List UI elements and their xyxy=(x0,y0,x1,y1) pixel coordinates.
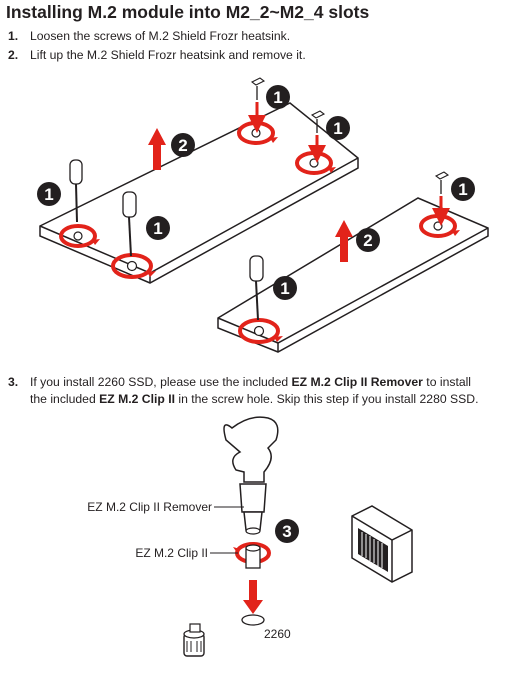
step-text: Lift up the M.2 Shield Frozr heatsink an… xyxy=(30,48,306,62)
step-text-bold: EZ M.2 Clip II Remover xyxy=(291,375,423,389)
step-badge-2: 2 xyxy=(356,228,380,252)
heatsink-large xyxy=(39,102,359,284)
step-3: 3. If you install 2260 SSD, please use th… xyxy=(8,374,478,408)
clip-remover-icon xyxy=(223,416,279,535)
step-badge-1: 1 xyxy=(146,216,170,240)
screwdriver-icon xyxy=(69,159,83,223)
heatsink-small xyxy=(217,197,489,353)
step-number: 1. xyxy=(8,29,19,43)
svg-text:1: 1 xyxy=(44,185,53,204)
svg-text:2: 2 xyxy=(178,136,187,155)
step-badge-1: 1 xyxy=(326,116,350,140)
step-text: to install xyxy=(422,375,472,389)
installed-clip-icon xyxy=(183,623,205,657)
svg-text:1: 1 xyxy=(458,180,467,199)
step-2: 2. Lift up the M.2 Shield Frozr heatsink … xyxy=(8,47,306,64)
svg-text:1: 1 xyxy=(280,279,289,298)
screw-rotation-icon xyxy=(111,253,156,279)
screw-icon xyxy=(308,110,326,163)
screw-rotation-icon xyxy=(59,224,100,248)
step-badge-1: 1 xyxy=(37,182,61,206)
step-3-line-2: the included EZ M.2 Clip II in the screw… xyxy=(8,391,478,408)
svg-text:3: 3 xyxy=(282,522,291,541)
label-2260: 2260 xyxy=(264,627,291,641)
label-remover: EZ M.2 Clip II Remover xyxy=(87,500,212,514)
label-clip: EZ M.2 Clip II xyxy=(135,546,208,560)
lift-arrow-icon xyxy=(335,220,353,262)
step-number: 3. xyxy=(8,375,19,389)
screwdriver-icon xyxy=(249,255,264,321)
step-text: If you install 2260 SSD, please use the … xyxy=(30,375,292,389)
screw-icon xyxy=(432,171,450,226)
page-title: Installing M.2 module into M2_2~M2_4 slo… xyxy=(6,2,370,22)
step-text-bold: EZ M.2 Clip II xyxy=(99,392,175,406)
screw-icon xyxy=(248,77,266,133)
step-badge-1: 1 xyxy=(273,276,297,300)
step-text: in the screw hole. Skip this step if you… xyxy=(174,392,479,406)
screw-rotation-icon xyxy=(238,318,283,344)
screwdriver-icon xyxy=(122,191,137,257)
step-badge-2: 2 xyxy=(171,133,195,157)
lift-arrow-icon xyxy=(148,128,166,170)
m2-connector-icon xyxy=(351,505,413,583)
down-arrow-icon xyxy=(241,580,265,626)
step-badge-3: 3 xyxy=(275,519,299,543)
step-number: 2. xyxy=(8,48,19,62)
step-badge-1: 1 xyxy=(451,177,475,201)
svg-text:1: 1 xyxy=(333,119,342,138)
screw-rotation-icon xyxy=(419,214,460,238)
svg-text:2: 2 xyxy=(363,231,372,250)
clip-icon xyxy=(233,542,271,569)
step-text: Loosen the screws of M.2 Shield Frozr he… xyxy=(30,29,291,43)
svg-text:1: 1 xyxy=(153,219,162,238)
step-text: the included xyxy=(30,392,100,406)
step-badge-1: 1 xyxy=(266,85,290,109)
svg-text:1: 1 xyxy=(273,88,282,107)
step-1: 1. Loosen the screws of M.2 Shield Frozr … xyxy=(8,28,290,45)
